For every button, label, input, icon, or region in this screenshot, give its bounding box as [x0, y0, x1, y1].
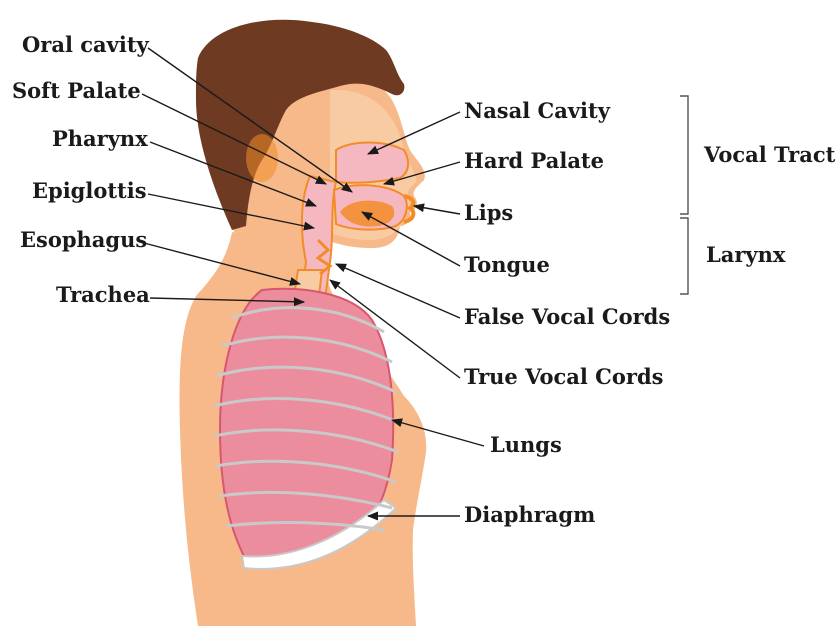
pointer-lips: [414, 206, 460, 214]
label-trachea: Trachea: [56, 282, 150, 307]
label-false-vocal-cords: False Vocal Cords: [464, 304, 670, 329]
label-nasal-cavity: Nasal Cavity: [464, 98, 611, 123]
label-soft-palate: Soft Palate: [12, 78, 141, 103]
left-labels: Oral cavity Soft Palate Pharynx Epiglott…: [12, 32, 150, 307]
label-hard-palate: Hard Palate: [464, 148, 604, 173]
label-epiglottis: Epiglottis: [32, 178, 147, 203]
group-vocal-tract: Vocal Tract: [703, 142, 836, 167]
label-esophagus: Esophagus: [20, 227, 147, 252]
chest-illustration: [214, 289, 398, 569]
label-diaphragm: Diaphragm: [464, 502, 595, 527]
label-lungs: Lungs: [490, 432, 562, 457]
label-oral-cavity: Oral cavity: [22, 32, 150, 57]
vocal-tract-bracket: [680, 96, 688, 214]
label-pharynx: Pharynx: [52, 126, 148, 151]
nasal-cavity-shape: [336, 143, 408, 183]
group-larynx: Larynx: [706, 242, 786, 267]
larynx-bracket: [680, 218, 688, 294]
label-true-vocal-cords: True Vocal Cords: [464, 364, 663, 389]
label-lips: Lips: [464, 200, 513, 225]
label-tongue: Tongue: [464, 252, 550, 277]
right-labels: Nasal Cavity Hard Palate Lips Tongue Fal…: [464, 98, 670, 527]
group-brackets: Vocal Tract Larynx: [680, 96, 836, 294]
